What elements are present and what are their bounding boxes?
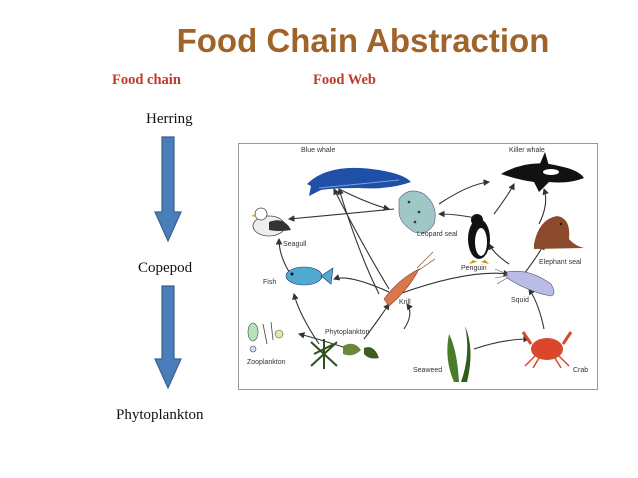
- fish-icon: [285, 266, 334, 286]
- label-seagull: Seagull: [283, 241, 307, 248]
- blue-whale-icon: [307, 167, 411, 196]
- label-elephant-seal: Elephant seal: [539, 259, 582, 266]
- label-seaweed: Seaweed: [413, 367, 442, 374]
- seagull-icon: [251, 207, 291, 237]
- chain-level-copepod: Copepod: [138, 260, 193, 276]
- label-leopard-seal: Leopard seal: [417, 231, 458, 238]
- food-chain-header: Food chain: [112, 72, 181, 88]
- food-web-diagram: Blue whale Killer whale Seagull Leopard …: [238, 143, 598, 390]
- down-arrow-1: [154, 136, 182, 243]
- krill-icon: [383, 251, 436, 307]
- killer-whale-icon: [501, 152, 584, 192]
- squid-icon: [494, 268, 555, 297]
- elephant-seal-icon: [534, 216, 584, 249]
- label-phytoplankton: Phytoplankton: [325, 329, 369, 336]
- zooplankton-icon: [247, 321, 284, 353]
- leopard-seal-icon: [398, 190, 436, 234]
- down-arrow-2: [154, 285, 182, 390]
- phytoplankton-icon: [310, 339, 379, 369]
- food-web-header: Food Web: [313, 72, 376, 88]
- label-killer-whale: Killer whale: [509, 147, 545, 154]
- label-fish: Fish: [263, 279, 276, 286]
- chain-level-phytoplankton: Phytoplankton: [116, 407, 204, 423]
- seaweed-icon: [447, 326, 471, 382]
- label-penguin: Penguin: [461, 265, 487, 272]
- slide-title: Food Chain Abstraction: [176, 22, 550, 59]
- chain-level-herring: Herring: [146, 111, 193, 127]
- crab-icon: [521, 331, 573, 369]
- label-crab: Crab: [573, 367, 588, 374]
- label-squid: Squid: [511, 297, 529, 304]
- penguin-icon: [468, 214, 490, 264]
- label-krill: Krill: [399, 299, 411, 306]
- label-zooplankton: Zooplankton: [247, 359, 286, 366]
- label-blue-whale: Blue whale: [301, 147, 335, 154]
